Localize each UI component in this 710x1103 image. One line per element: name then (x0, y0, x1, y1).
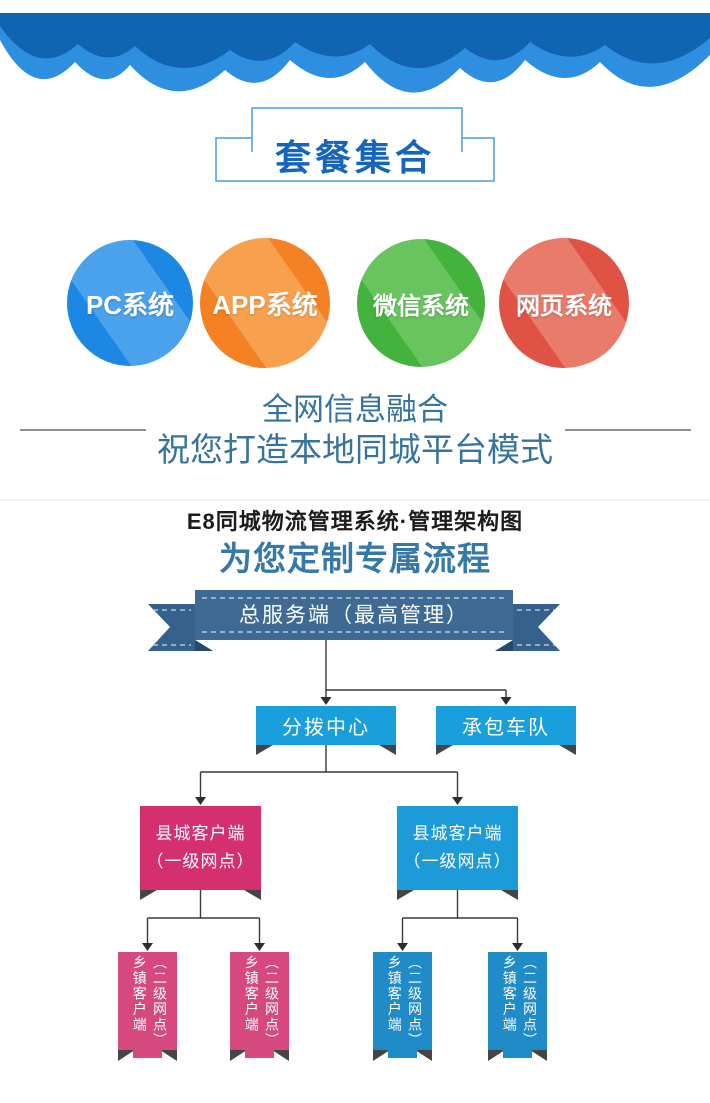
system-circle-app-label: APP系统 (212, 289, 318, 320)
flow-arrowheads (142, 697, 523, 951)
system-circle-pc: PC系统 (67, 240, 193, 366)
ribbon-banner (148, 590, 560, 651)
township-3-main: 乡镇客户端 (386, 955, 403, 1033)
township-2-main: 乡镇客户端 (243, 955, 260, 1033)
system-circle-wechat: 微信系统 (357, 239, 485, 367)
county-1-line2: （一级网点） (146, 852, 255, 871)
wave-dark-shape (0, 13, 710, 69)
township-3-sub: （二级网点） (407, 955, 423, 1048)
county-2-line1: 县城客户端 (412, 823, 503, 843)
township-4-sub: （二级网点） (522, 955, 538, 1048)
node-township-client-2: （二级网点） 乡镇客户端 (230, 952, 289, 1050)
system-circle-app: APP系统 (200, 238, 330, 368)
county-2-line2: （一级网点） (403, 852, 512, 871)
node-township-client-1: （二级网点） 乡镇客户端 (118, 952, 177, 1050)
node-township-client-3: （二级网点） 乡镇客户端 (373, 952, 432, 1050)
section-title: E8同城物流管理系统·管理架构图 (186, 509, 524, 534)
township-2-sub: （二级网点） (264, 955, 280, 1048)
title-frame (215, 107, 495, 182)
flow-connectors (146, 640, 519, 944)
system-circle-web-label: 网页系统 (516, 292, 612, 320)
banner-bottom-tabs (133, 1050, 532, 1058)
node-dispatch-center: 分拨中心 (256, 706, 396, 745)
node-county-client-2: 县城客户端 （一级网点） (397, 806, 518, 890)
node-county-client-1: 县城客户端 （一级网点） (140, 806, 261, 890)
node-contract-fleet: 承包车队 (436, 706, 576, 745)
township-1-main: 乡镇客户端 (131, 955, 148, 1033)
root-node-label: 总服务端（最高管理） (239, 604, 469, 627)
system-circle-wechat-label: 微信系统 (373, 292, 469, 320)
system-circle-web: 网页系统 (499, 238, 629, 368)
township-1-sub: （二级网点） (152, 955, 168, 1048)
package-title: 套餐集合 (274, 137, 435, 178)
township-4-main: 乡镇客户端 (501, 955, 518, 1033)
corner-folds (118, 745, 576, 1061)
node-township-client-4: （二级网点） 乡镇客户端 (488, 952, 547, 1050)
system-circle-pc-label: PC系统 (85, 289, 175, 320)
slogan-line-2: 祝您打造本地同城平台模式 (157, 431, 553, 468)
county-1-line1: 县城客户端 (155, 823, 246, 843)
slogan-line-1: 全网信息融合 (262, 391, 448, 427)
section-subtitle: 为您定制专属流程 (219, 540, 491, 577)
